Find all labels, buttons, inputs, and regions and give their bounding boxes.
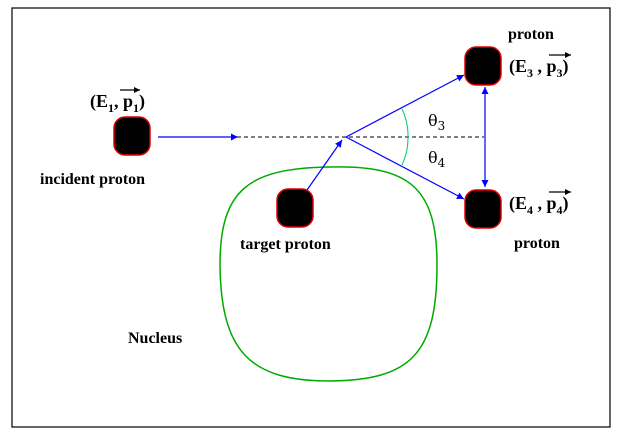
p4-symbol: p bbox=[547, 193, 557, 213]
p3-subscript: 3 bbox=[557, 66, 563, 80]
p1-subscript: 1 bbox=[133, 101, 139, 115]
e4-symbol: E bbox=[515, 193, 527, 213]
svg-text:(E3 , p3): (E3 , p3) bbox=[509, 56, 569, 80]
nucleus-label: Nucleus bbox=[128, 330, 182, 347]
e3-symbol: E bbox=[515, 56, 527, 76]
theta3-label: θ3 bbox=[428, 111, 445, 133]
outgoing-proton-4-marker bbox=[464, 189, 502, 229]
target-proton-marker bbox=[276, 188, 314, 228]
p1-symbol: p bbox=[123, 91, 133, 111]
incident-kinematics: (E1, p1) bbox=[90, 87, 145, 115]
theta4-label: θ4 bbox=[428, 148, 446, 170]
nucleus-boundary bbox=[219, 166, 438, 382]
e1-subscript: 1 bbox=[108, 101, 114, 115]
e1-symbol: E bbox=[96, 91, 108, 111]
incident-proton-marker bbox=[113, 116, 151, 156]
outgoing-proton-3-marker bbox=[464, 46, 502, 86]
target-proton-label: target proton bbox=[240, 236, 331, 253]
scattered-arrow-3 bbox=[345, 74, 465, 138]
incident-proton-label: incident proton bbox=[40, 171, 145, 188]
outgoing-proton-3-label: proton bbox=[508, 26, 554, 43]
theta3-arc bbox=[401, 108, 409, 138]
scattered-arrow-4 bbox=[345, 136, 465, 200]
p3-symbol: p bbox=[547, 56, 557, 76]
e4-subscript: 4 bbox=[527, 203, 533, 217]
outgoing-3-kinematics: (E3 , p3) bbox=[509, 52, 571, 80]
e3-subscript: 3 bbox=[527, 66, 533, 80]
p4-subscript: 4 bbox=[557, 203, 563, 217]
outgoing-proton-4-label: proton bbox=[514, 235, 560, 252]
frame-border bbox=[11, 7, 611, 428]
outgoing-4-kinematics: (E4 , p4) bbox=[509, 189, 571, 217]
theta4-arc bbox=[401, 136, 409, 166]
target-recoil-arrow bbox=[306, 139, 343, 191]
svg-text:(E4 , p4): (E4 , p4) bbox=[509, 193, 569, 217]
svg-text:(E1, p1): (E1, p1) bbox=[90, 91, 145, 115]
